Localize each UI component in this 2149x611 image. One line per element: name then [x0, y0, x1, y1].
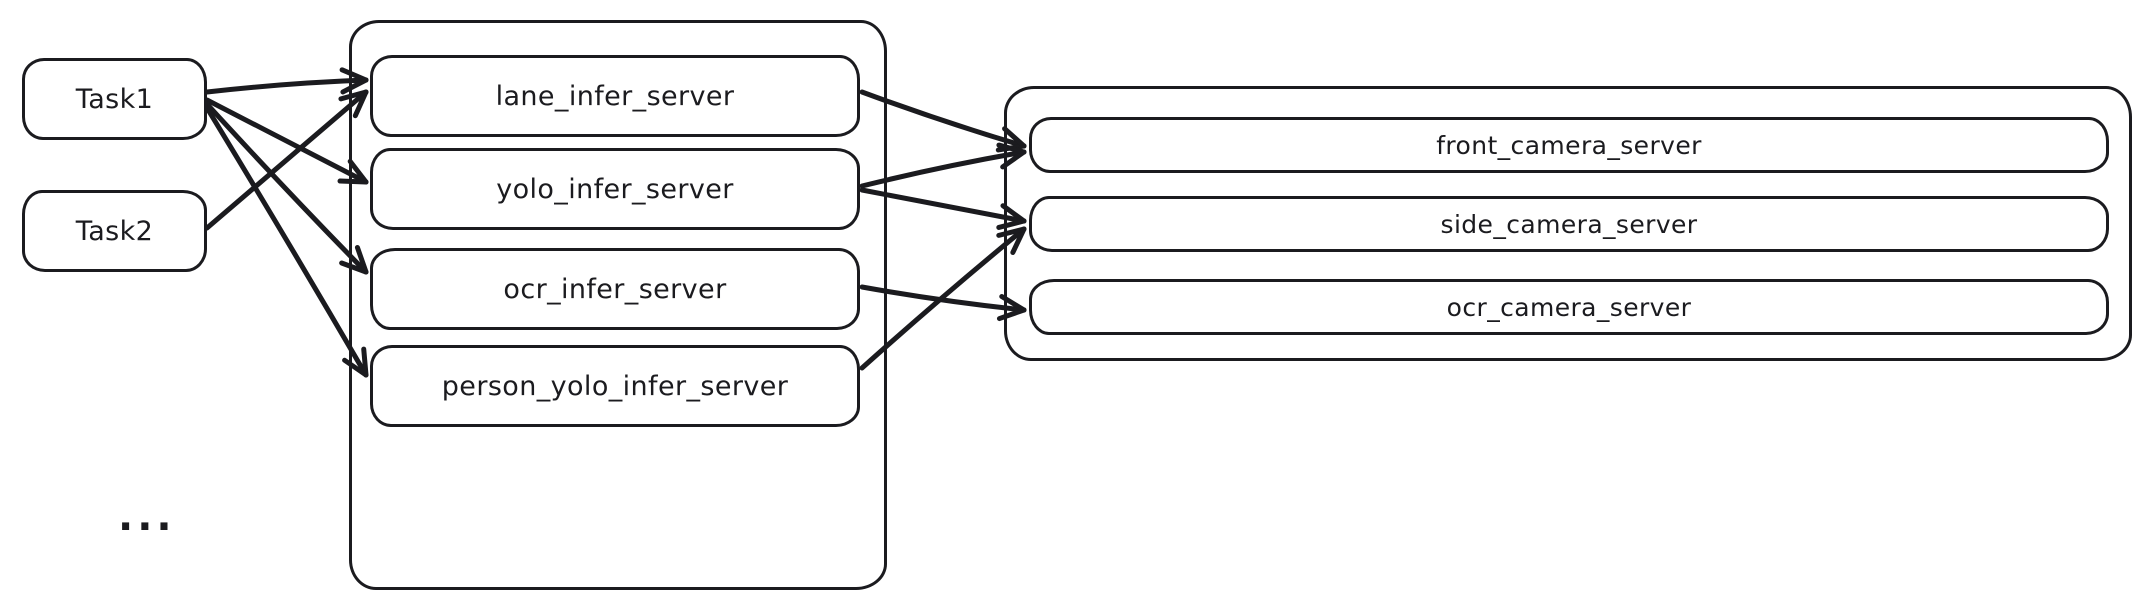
more-tasks-ellipsis-icon: ... [118, 494, 176, 540]
node-label: ocr_infer_server [503, 273, 727, 305]
node-side-camera-server[interactable]: side_camera_server [1029, 196, 2109, 252]
node-label: side_camera_server [1440, 209, 1698, 239]
edge-arrow [204, 67, 369, 95]
node-label: lane_infer_server [495, 80, 735, 112]
node-label: Task2 [75, 215, 154, 247]
node-label: Task1 [75, 83, 154, 115]
edge-arrow [204, 89, 369, 231]
node-ocr-camera-server[interactable]: ocr_camera_server [1029, 279, 2109, 335]
node-task1[interactable]: Task1 [22, 58, 207, 140]
node-label: ocr_camera_server [1446, 292, 1692, 322]
node-ocr-infer-server[interactable]: ocr_infer_server [370, 248, 860, 330]
node-front-camera-server[interactable]: front_camera_server [1029, 117, 2109, 173]
node-task2[interactable]: Task2 [22, 190, 207, 272]
node-yolo-infer-server[interactable]: yolo_infer_server [370, 148, 860, 230]
edge-arrow [204, 97, 369, 185]
node-label: yolo_infer_server [496, 173, 734, 205]
edge-arrow [204, 101, 369, 275]
node-label: front_camera_server [1436, 130, 1702, 160]
node-label: person_yolo_infer_server [441, 370, 789, 402]
node-person-yolo-infer-server[interactable]: person_yolo_infer_server [370, 345, 860, 427]
node-lane-infer-server[interactable]: lane_infer_server [370, 55, 860, 137]
edge-arrow [204, 105, 369, 378]
